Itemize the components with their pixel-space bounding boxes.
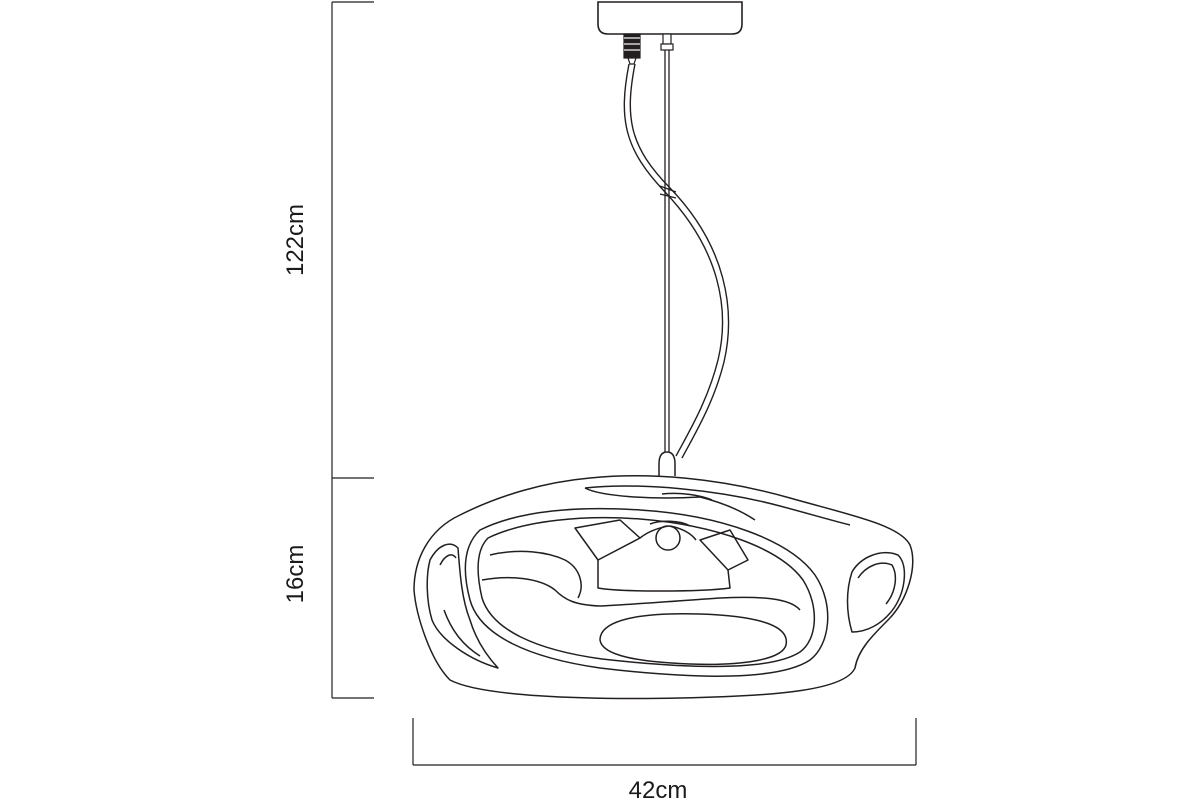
shade-height-label: 16cm xyxy=(282,545,309,604)
cable-length-label: 122cm xyxy=(282,204,309,276)
wire-clamp xyxy=(660,33,674,51)
shade-holder xyxy=(658,451,676,476)
shade-width-label: 42cm xyxy=(629,777,688,800)
dimension-lines xyxy=(331,1,917,766)
suspension-wire xyxy=(664,50,670,455)
power-cable xyxy=(623,63,730,459)
ceiling-canopy xyxy=(597,1,743,35)
lamp-shade xyxy=(413,475,914,700)
cable-gland xyxy=(623,33,641,65)
